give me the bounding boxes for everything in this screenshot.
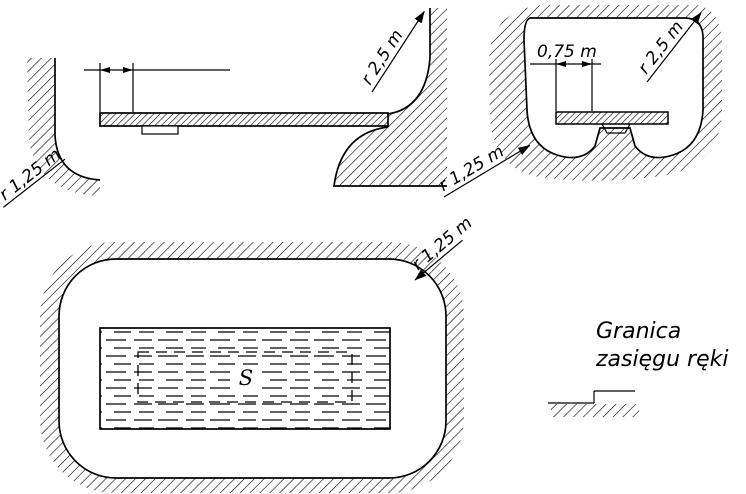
dim-arrow-left [100, 67, 110, 73]
diagram-plan-view: S r 1,25 m [40, 213, 476, 493]
surface-label-backing [230, 365, 262, 390]
radius-25-leader-arrow [646, 12, 702, 83]
legend-caption-line1: Granica [596, 319, 681, 344]
surface-label: S [239, 366, 253, 390]
upper-reach-boundary [387, 8, 431, 115]
dim-arrow-left [556, 61, 566, 67]
lower-reach-boundary [333, 126, 447, 187]
diagram-side-elevation-open: r 1,25 m r 2,5 m [0, 8, 447, 208]
table-surface [99, 112, 389, 127]
table-surface [555, 111, 669, 125]
dimension-lines [84, 63, 230, 112]
radius-25-leader-arrow [371, 10, 425, 93]
radius-25-text: r 2,5 m [357, 26, 407, 88]
dimension-075-text: 0,75 m [537, 42, 597, 62]
left-wall-hatch [27, 58, 100, 196]
table-support [141, 125, 179, 135]
legend-caption-line2: zasięgu ręki [595, 347, 728, 372]
left-reach-boundary [54, 58, 101, 181]
label-underline [3, 158, 66, 208]
dimension-075: 0,75 m [530, 42, 601, 111]
radius-125-leader-arrow [443, 144, 531, 198]
legend-symbol [548, 390, 639, 417]
diagram-side-elevation-enclosed: 0,75 m r 2,5 m r 1,25 m [435, 5, 722, 198]
inner-work-zone [137, 351, 353, 403]
table-support [601, 123, 631, 134]
dim-arrow-right [123, 67, 133, 73]
legend-ground-hatch [551, 404, 639, 417]
label-radius-25: r 2,5 m [357, 10, 425, 93]
legend: Granica zasięgu ręki [548, 319, 728, 417]
radius-125-leader-arrow [414, 239, 463, 281]
dim-arrow-right [582, 61, 592, 67]
right-wall-hatch [334, 8, 447, 186]
